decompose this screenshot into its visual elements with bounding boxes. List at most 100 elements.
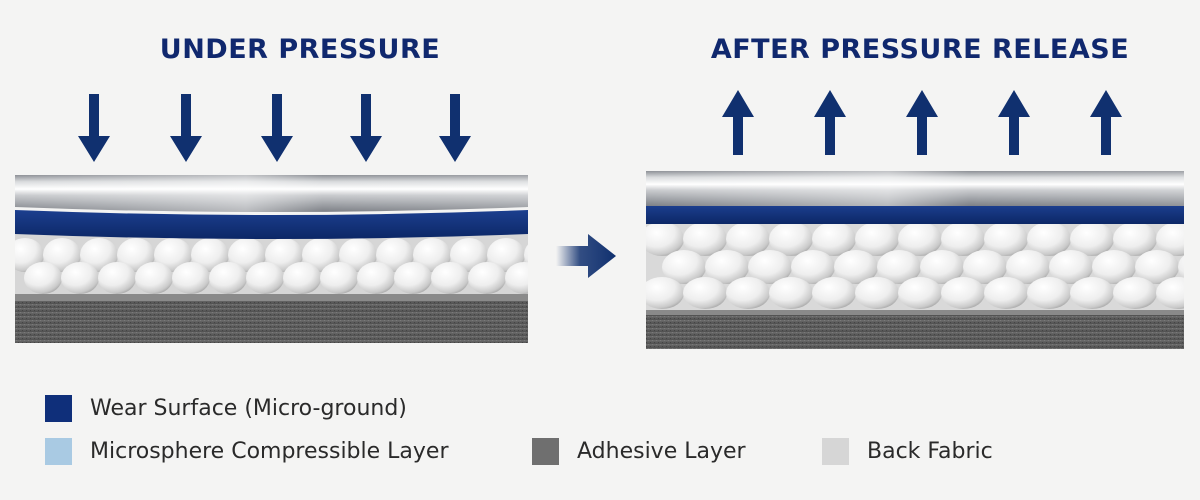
microsphere	[726, 277, 770, 309]
microsphere	[1049, 250, 1093, 284]
microsphere	[394, 262, 432, 294]
compressed-stack	[15, 175, 528, 343]
microsphere	[1113, 222, 1157, 256]
microsphere	[24, 262, 62, 294]
microsphere	[963, 250, 1007, 284]
microsphere	[135, 262, 173, 294]
microsphere	[662, 250, 706, 284]
microsphere	[80, 238, 118, 272]
microsphere	[748, 250, 792, 284]
legend-label: Back Fabric	[867, 438, 993, 464]
microsphere	[855, 277, 899, 309]
arrow-right-icon	[556, 234, 616, 278]
arrow-down-icon	[78, 94, 110, 162]
microsphere	[920, 250, 964, 284]
under-pressure-title: UNDER PRESSURE	[159, 34, 441, 65]
pressure-arrows	[78, 94, 471, 162]
arrow-down-icon	[170, 94, 202, 162]
legend-label: Wear Surface (Micro-ground)	[90, 395, 407, 421]
legend-swatch	[45, 437, 72, 465]
microsphere	[769, 222, 813, 256]
microsphere	[1006, 250, 1050, 284]
microsphere	[791, 250, 835, 284]
microsphere	[646, 277, 684, 309]
microsphere	[357, 262, 395, 294]
microsphere	[683, 277, 727, 309]
microsphere	[98, 262, 136, 294]
arrow-up-icon	[1090, 90, 1122, 155]
microsphere	[191, 238, 229, 272]
microsphere	[1070, 222, 1114, 256]
legend-swatch	[822, 437, 849, 465]
microsphere	[769, 277, 813, 309]
microsphere	[487, 238, 525, 272]
microsphere	[1113, 277, 1157, 309]
microsphere	[1156, 222, 1184, 256]
arrow-up-icon	[814, 90, 846, 155]
microsphere-cluster	[15, 238, 528, 294]
microsphere	[431, 262, 469, 294]
microsphere	[61, 262, 99, 294]
legend-item-back-fabric: Back Fabric	[822, 436, 993, 466]
arrow-down-icon	[261, 94, 293, 162]
microsphere	[302, 238, 340, 272]
microsphere	[376, 238, 414, 272]
microsphere	[898, 277, 942, 309]
microsphere	[984, 277, 1028, 309]
arrow-down-icon	[350, 94, 382, 162]
microsphere	[265, 238, 303, 272]
arrow-up-icon	[998, 90, 1030, 155]
microsphere	[1027, 222, 1071, 256]
microsphere	[705, 250, 749, 284]
microsphere	[941, 222, 985, 256]
microsphere	[1070, 277, 1114, 309]
legend-swatch	[45, 394, 72, 422]
back-fabric-layer	[646, 313, 1184, 349]
microsphere	[413, 238, 451, 272]
microsphere	[898, 222, 942, 256]
microsphere	[1156, 277, 1184, 309]
microsphere	[1092, 250, 1136, 284]
adhesive-layer	[646, 308, 1184, 315]
microsphere	[505, 262, 528, 294]
microsphere	[228, 238, 266, 272]
legend-label: Microsphere Compressible Layer	[90, 438, 449, 464]
arrow-up-icon	[906, 90, 938, 155]
microsphere	[683, 222, 727, 256]
legend-item-adhesive: Adhesive Layer	[532, 436, 746, 466]
microsphere	[812, 277, 856, 309]
microsphere	[117, 238, 155, 272]
wear-surface-layer	[15, 210, 528, 239]
microsphere	[984, 222, 1028, 256]
legend-item-microsphere: Microsphere Compressible Layer	[45, 436, 449, 466]
microsphere	[283, 262, 321, 294]
release-arrows	[722, 90, 1122, 155]
wear-surface-layer	[646, 205, 1184, 224]
microsphere	[941, 277, 985, 309]
microsphere	[877, 250, 921, 284]
relaxed-stack	[646, 171, 1184, 349]
microsphere-cluster	[646, 222, 1184, 309]
arrow-up-icon	[722, 90, 754, 155]
microsphere	[172, 262, 210, 294]
after-release-title: AFTER PRESSURE RELEASE	[710, 34, 1130, 65]
microsphere	[450, 238, 488, 272]
microsphere	[834, 250, 878, 284]
microsphere	[468, 262, 506, 294]
microsphere	[1178, 255, 1184, 279]
microsphere	[524, 244, 528, 266]
back-fabric-layer	[15, 300, 528, 343]
adhesive-layer	[15, 293, 528, 301]
microsphere	[246, 262, 284, 294]
microsphere	[646, 222, 684, 256]
legend-item-wear-surface: Wear Surface (Micro-ground)	[45, 393, 407, 423]
microsphere	[43, 238, 81, 272]
microsphere	[320, 262, 358, 294]
legend-label: Adhesive Layer	[577, 438, 746, 464]
arrow-down-icon	[439, 94, 471, 162]
microsphere	[339, 238, 377, 272]
microsphere	[1027, 277, 1071, 309]
microsphere	[154, 238, 192, 272]
microsphere	[812, 222, 856, 256]
